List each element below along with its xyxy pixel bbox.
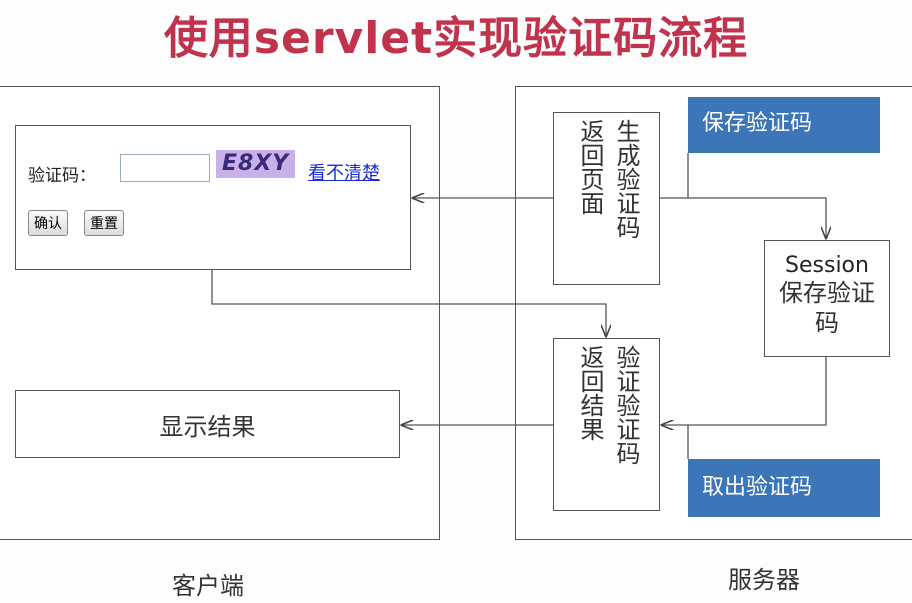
reset-button[interactable]: 重置 — [84, 210, 124, 236]
client-caption: 客户端 — [172, 572, 244, 600]
captcha-label: 验证码： — [28, 166, 96, 186]
session-title: Session — [785, 253, 869, 278]
save-captcha-label: 保存验证码 — [688, 97, 880, 153]
arrow-to-session — [660, 197, 826, 238]
generate-captcha-text: 生成验证码 — [612, 119, 640, 239]
page-title: 使用servlet实现验证码流程 — [163, 13, 749, 64]
return-result-text: 返回结果 — [576, 345, 604, 441]
server-caption: 服务器 — [728, 566, 800, 594]
session-text: 保存验证码 — [779, 279, 875, 337]
return-page-text: 返回页面 — [576, 119, 604, 215]
arrow-from-session — [662, 357, 827, 425]
captcha-input[interactable] — [120, 154, 210, 182]
captcha-image[interactable]: E8XY — [216, 150, 296, 178]
generate-box: 返回页面 生成验证码 — [553, 112, 660, 285]
verify-captcha-text: 验证验证码 — [612, 345, 640, 465]
captcha-form: 验证码： E8XY 看不清楚 确认 重置 — [15, 125, 411, 270]
confirm-button[interactable]: 确认 — [28, 210, 68, 236]
arrow-submit — [211, 270, 606, 336]
fetch-captcha-label: 取出验证码 — [688, 459, 880, 517]
session-box: Session 保存验证码 — [764, 240, 890, 357]
result-box: 显示结果 — [15, 390, 400, 458]
refresh-captcha-link[interactable]: 看不清楚 — [308, 163, 380, 184]
verify-box: 返回结果 验证验证码 — [553, 338, 660, 511]
